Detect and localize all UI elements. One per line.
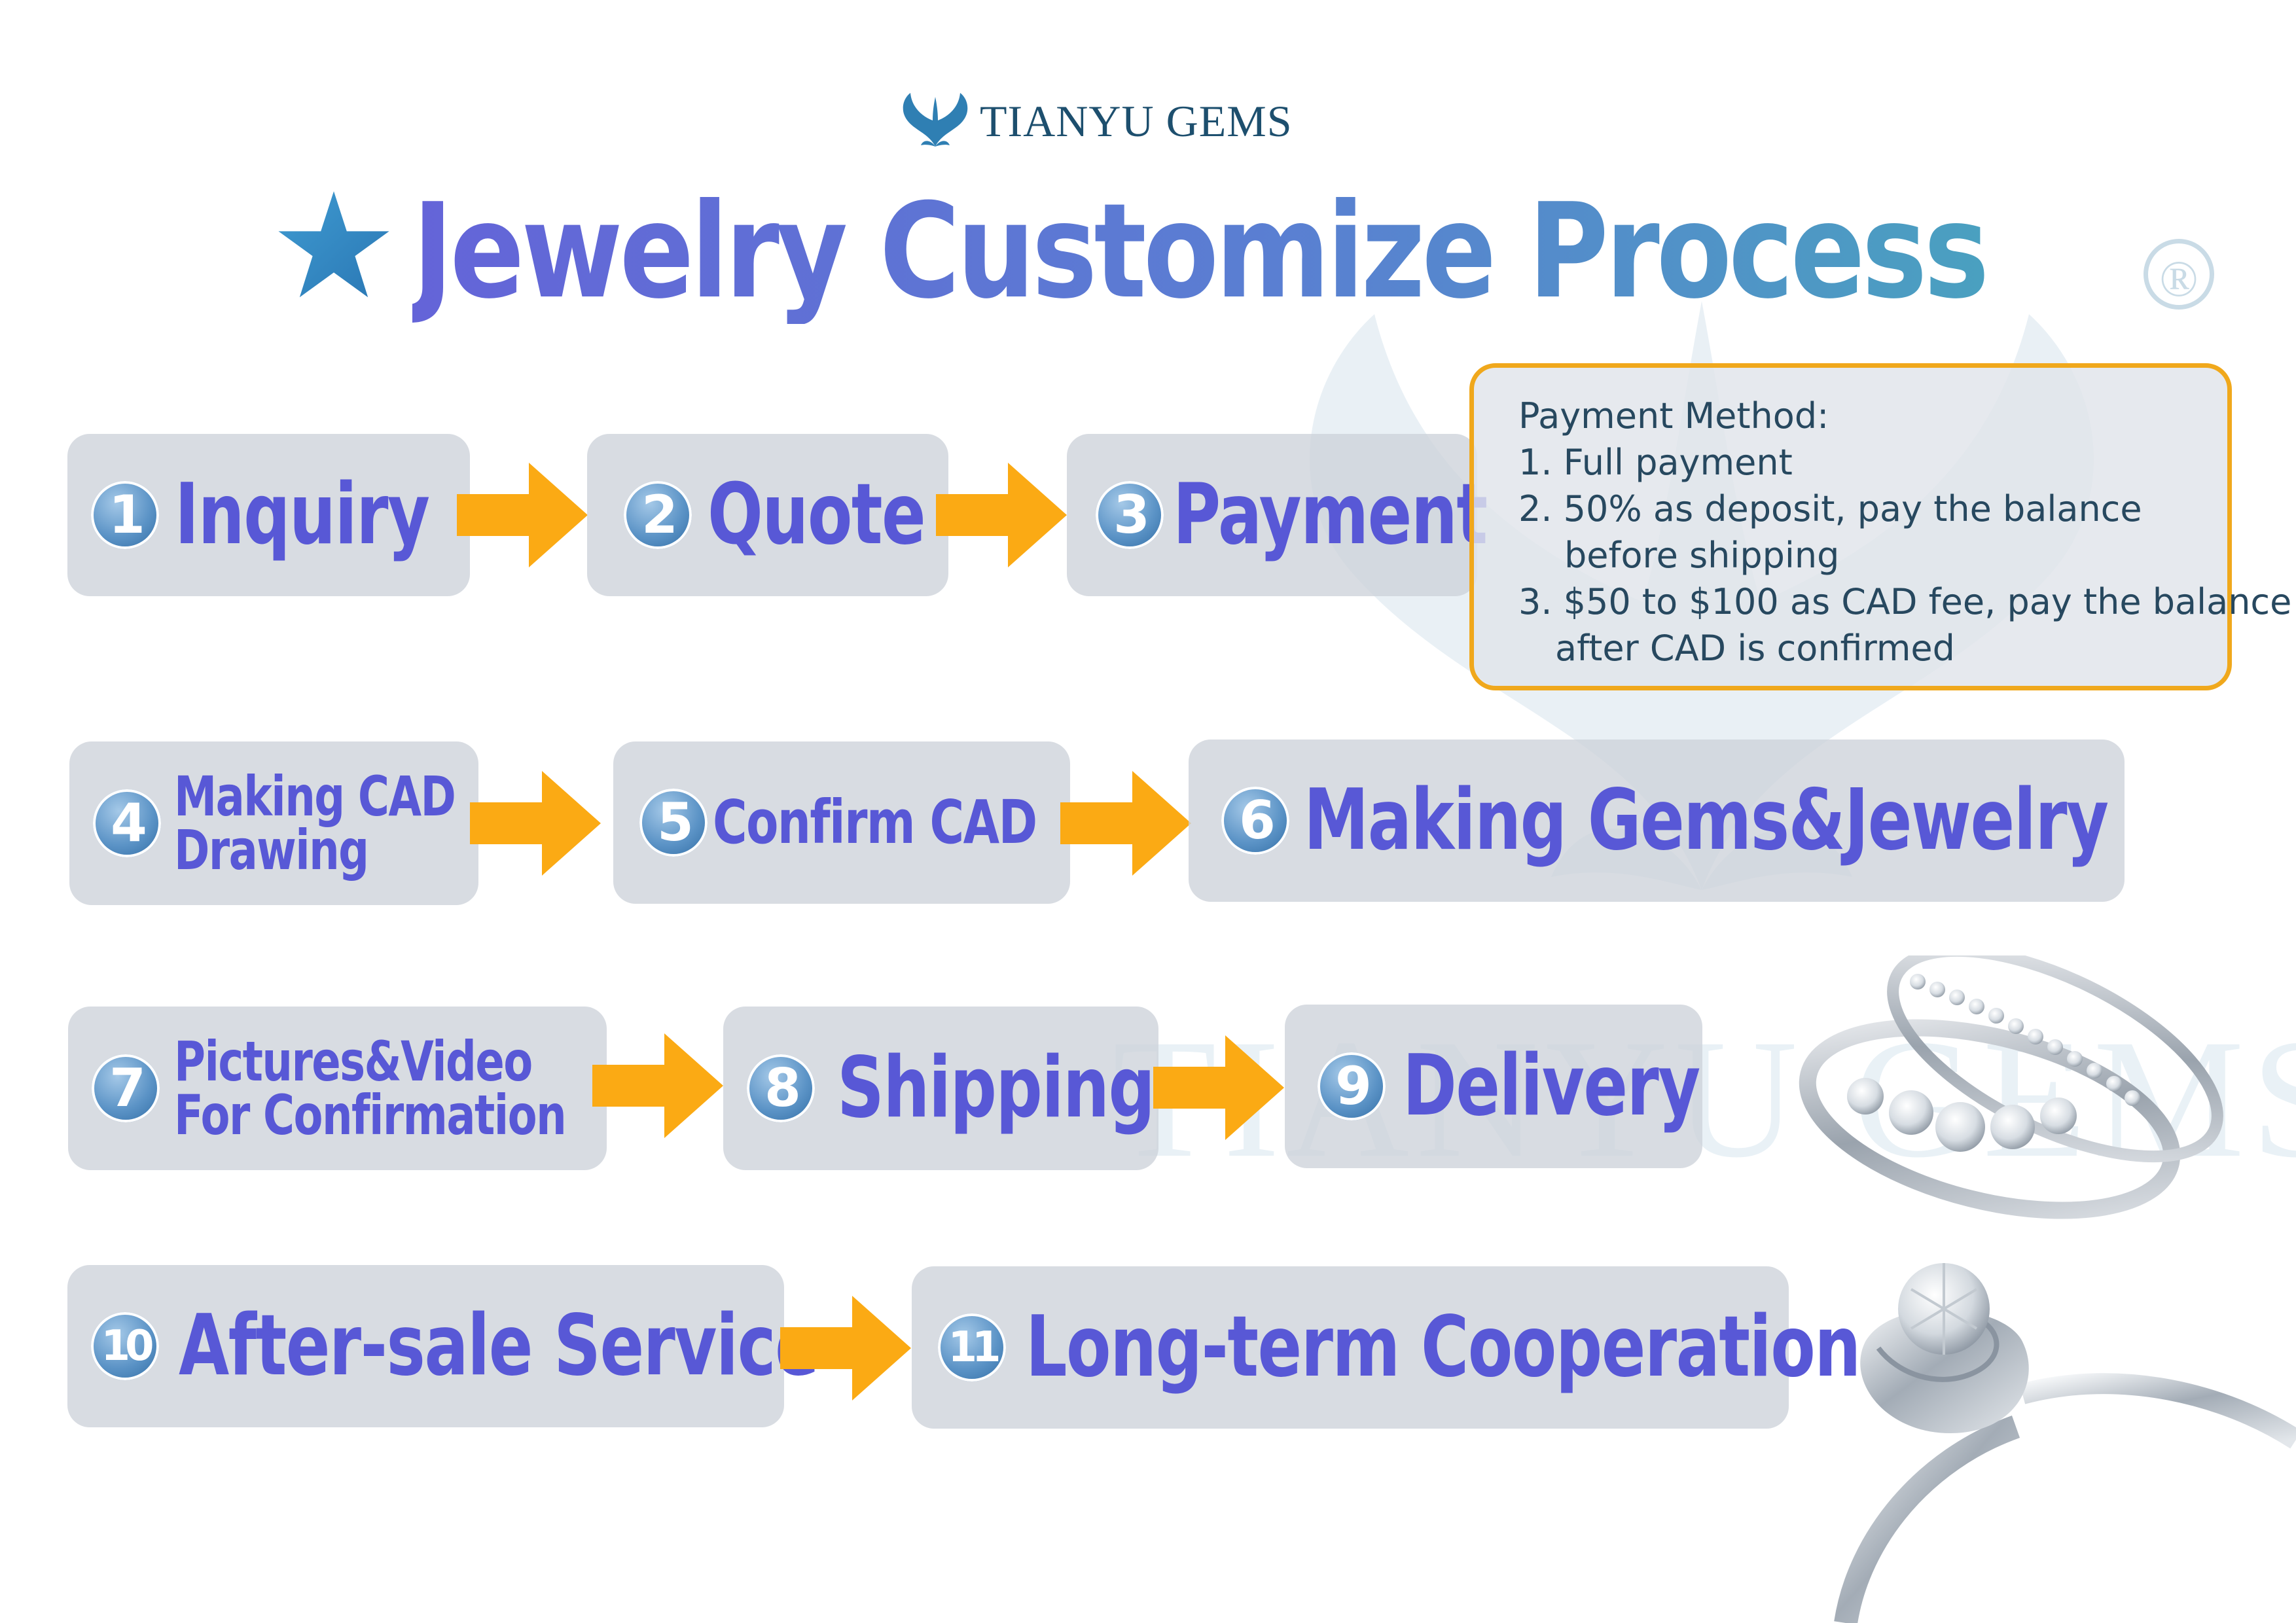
- step-label: Payment: [1173, 466, 1488, 563]
- step-label: Inquiry: [175, 466, 430, 563]
- step-label: Making Gems&Jewelry: [1304, 772, 2109, 869]
- star-icon: [278, 191, 389, 298]
- step-number-badge: 2: [624, 481, 692, 549]
- arrow-right-icon: [1153, 1035, 1284, 1140]
- step-number-badge: 11: [938, 1313, 1006, 1382]
- step-payment: 3 Payment: [1067, 434, 1488, 596]
- step-number-badge: 8: [747, 1054, 815, 1122]
- step-number-badge: 3: [1096, 481, 1164, 549]
- ring-photo: [1799, 955, 2223, 1219]
- step-label: Confirm CAD: [713, 787, 1037, 857]
- ring-photo: [1834, 1263, 2296, 1623]
- step-long-term-cooperation: 11 Long-term Cooperation: [912, 1266, 1861, 1429]
- step-label: Shipping: [837, 1039, 1155, 1137]
- step-number-badge: 5: [639, 789, 708, 857]
- payment-option: 1. Full payment: [1518, 442, 1793, 483]
- step-confirm-cad: 5 Confirm CAD: [613, 741, 1070, 904]
- payment-option: 2. 50% as deposit, pay the balance: [1518, 488, 2142, 529]
- step-making-gems-jewelry: 6 Making Gems&Jewelry: [1189, 740, 2125, 902]
- arrow-right-icon: [1060, 771, 1191, 876]
- step-number-badge: 6: [1221, 787, 1289, 855]
- step-label: Delivery: [1403, 1037, 1700, 1135]
- step-label: Quote: [708, 466, 926, 563]
- step-shipping: 8 Shipping: [723, 1007, 1158, 1170]
- payment-option: 3. $50 to $100 as CAD fee, pay the balan…: [1518, 581, 2292, 622]
- payment-method-note: Payment Method: 1. Full payment 2. 50% a…: [1469, 363, 2292, 690]
- brand-name: TIANYU GEMS: [980, 96, 1293, 146]
- payment-heading: Payment Method:: [1518, 395, 1829, 437]
- step-number-badge: 9: [1318, 1052, 1386, 1120]
- payment-option-cont: before shipping: [1564, 535, 1840, 576]
- arrow-right-icon: [470, 771, 601, 876]
- payment-option-cont: after CAD is confirmed: [1555, 628, 1955, 669]
- step-label: After-sale Service: [179, 1297, 819, 1395]
- brand-logo: TIANYU GEMS: [900, 92, 1293, 151]
- arrow-right-icon: [936, 463, 1067, 567]
- registered-mark: ®: [2144, 239, 2214, 310]
- page-title: Jewelry Customize Process: [412, 175, 1989, 328]
- arrow-right-icon: [457, 463, 588, 567]
- step-number-badge: 4: [93, 789, 161, 857]
- arrow-right-icon: [592, 1033, 723, 1138]
- step-quote: 2 Quote: [587, 434, 948, 596]
- step-inquiry: 1 Inquiry: [67, 434, 470, 596]
- step-number-badge: 10: [91, 1312, 159, 1380]
- step-label: Long-term Cooperation: [1026, 1298, 1861, 1396]
- arrow-right-icon: [780, 1296, 911, 1400]
- step-after-sale-service: 10 After-sale Service: [67, 1265, 819, 1427]
- step-number-badge: 7: [92, 1054, 160, 1122]
- step-delivery: 9 Delivery: [1285, 1005, 1702, 1168]
- butterfly-logo-icon: [903, 93, 968, 147]
- step-number-badge: 1: [91, 481, 159, 549]
